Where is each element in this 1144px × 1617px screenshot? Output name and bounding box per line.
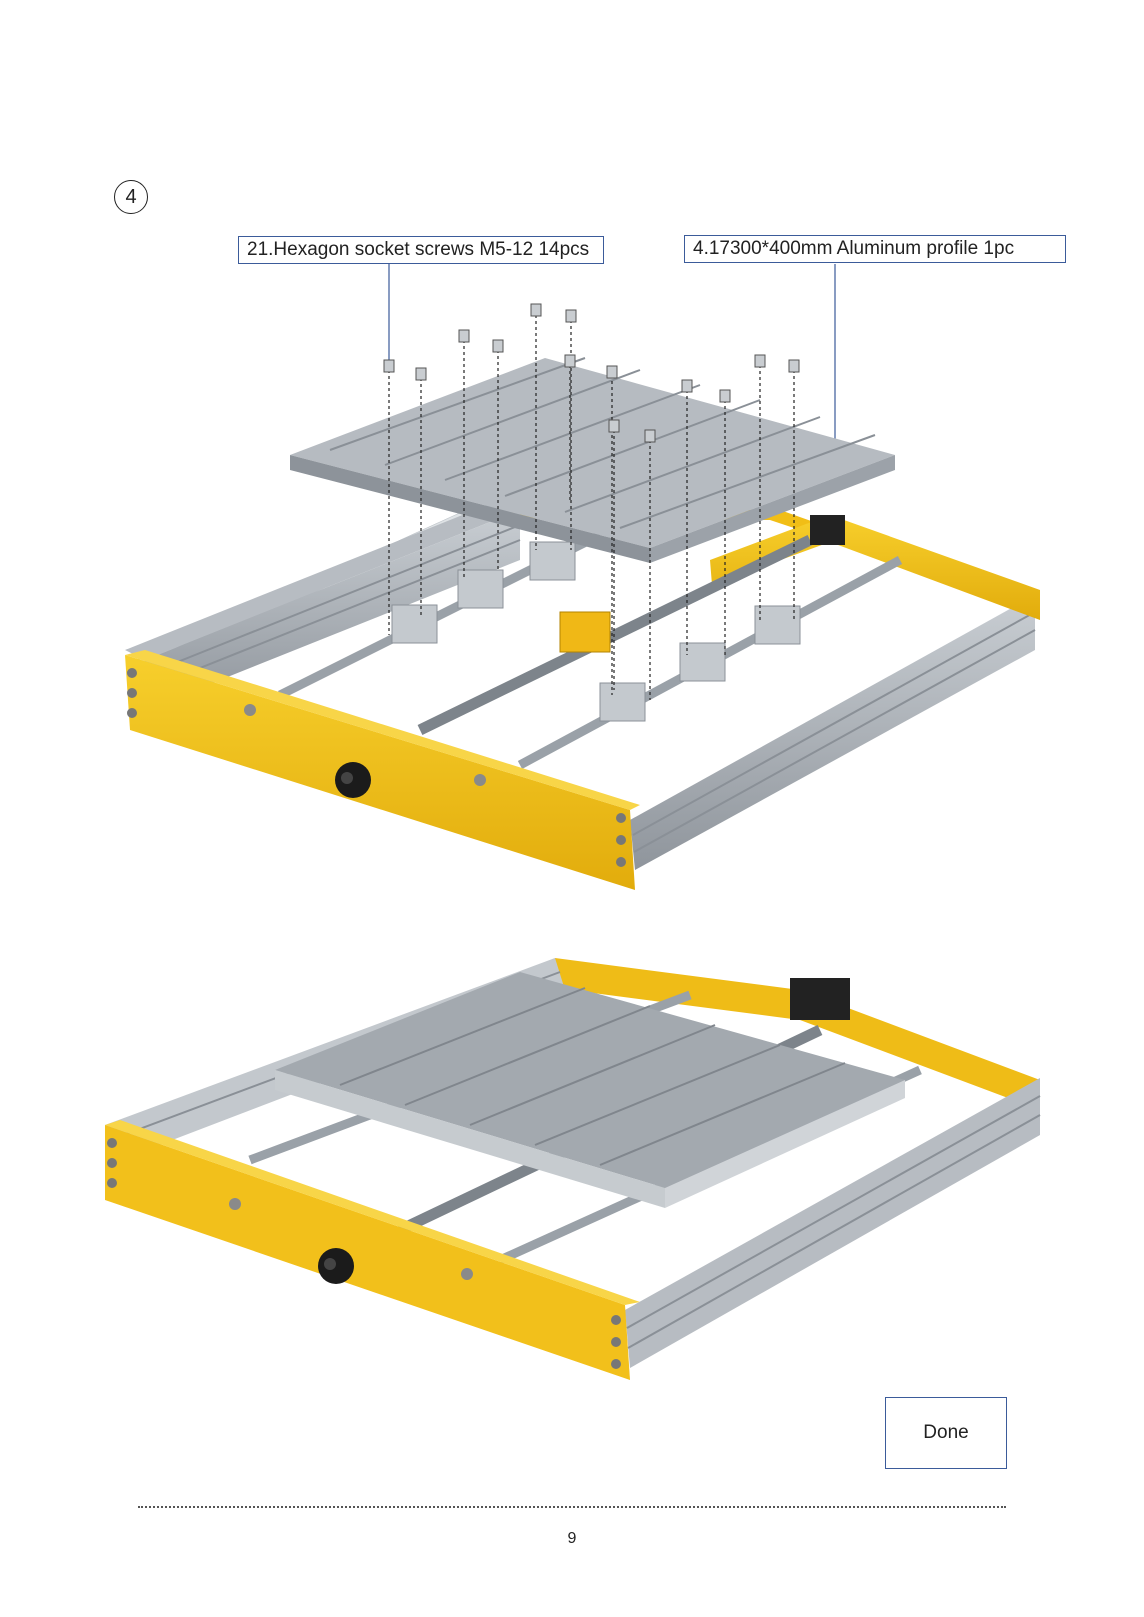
- exploded-assembly-illustration: [0, 260, 1144, 920]
- done-status-box: Done: [885, 1397, 1007, 1469]
- step-number-badge: 4: [114, 180, 148, 214]
- footer-divider: [138, 1506, 1006, 1508]
- step-number: 4: [125, 186, 136, 209]
- page-number: 9: [0, 1530, 1144, 1548]
- assembled-table-illustration: [0, 950, 1144, 1390]
- callout-profile-label: 4.17300*400mm Aluminum profile 1pc: [684, 235, 1066, 263]
- done-label: Done: [923, 1422, 968, 1444]
